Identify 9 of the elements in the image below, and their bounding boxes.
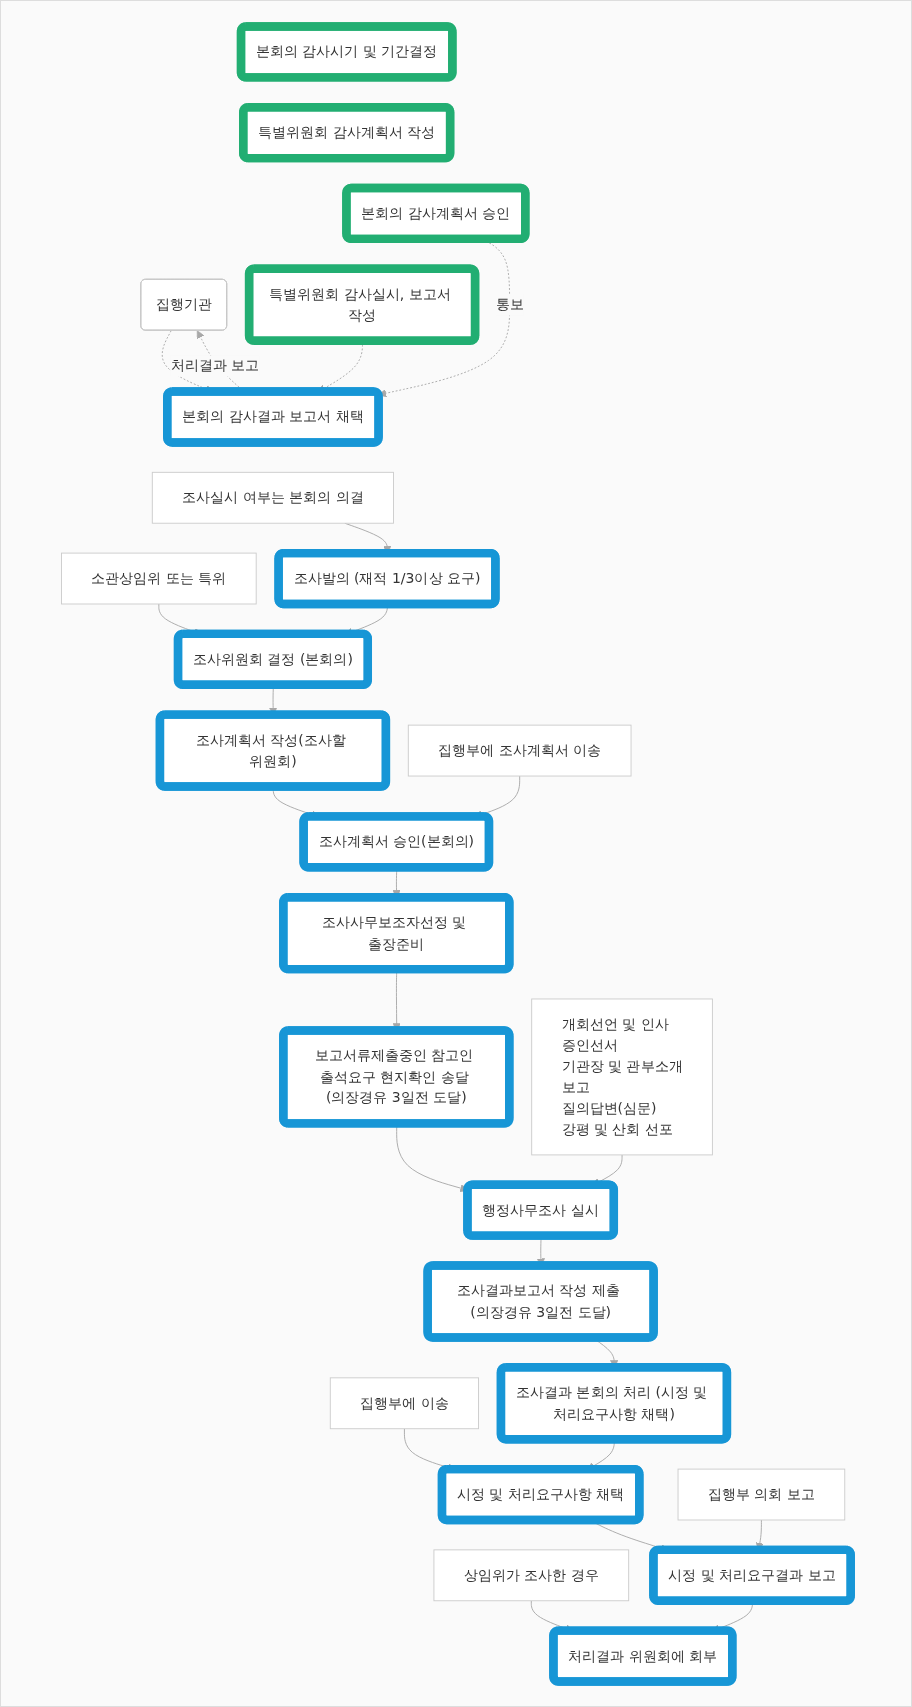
- node-box: 집행부에 조사계획서 이송: [407, 724, 632, 776]
- node-box: 소관상임위 또는 특위: [60, 552, 257, 604]
- node-box: 집행부에 이송: [329, 1376, 479, 1429]
- edge-label: 처리결과 보고: [170, 356, 260, 374]
- node-box: 조사실시 여부는 본회의 의결: [151, 471, 394, 524]
- edge-label: 통보: [495, 295, 524, 313]
- node-box: 집행부 의회 보고: [677, 1468, 846, 1520]
- node-box: 상임위가 조사한 경우: [433, 1548, 630, 1601]
- node-box: 개회선언 및 인사 증인선서 기관장 및 관부소개 보고 질의답변(심문) 강평 및 산회 선포: [531, 998, 713, 1155]
